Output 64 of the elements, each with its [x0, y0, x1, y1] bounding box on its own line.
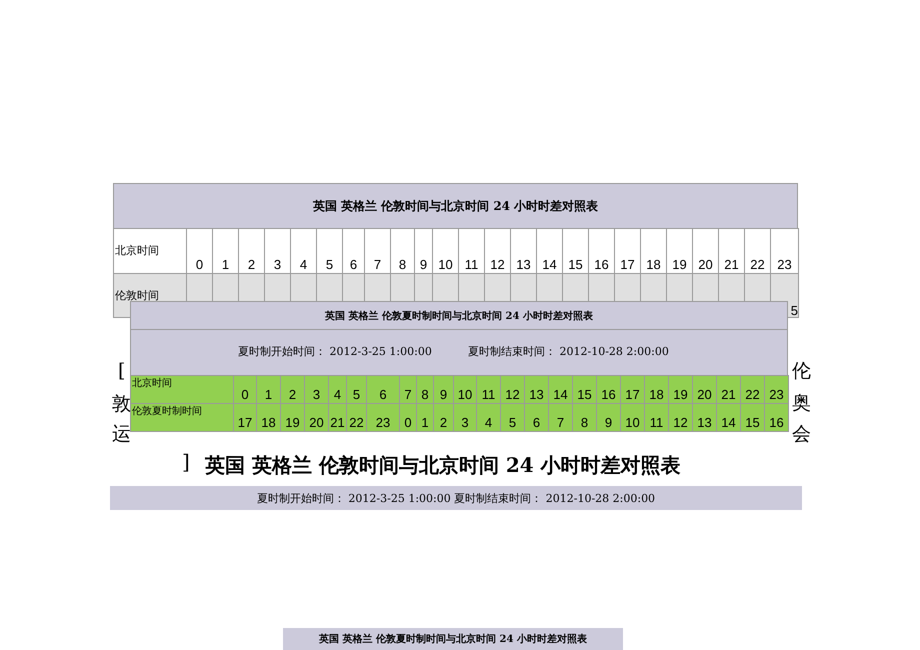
hour-cell: 9: [596, 403, 621, 432]
side-text: 敦: [112, 395, 131, 414]
hour-cell: 22: [346, 403, 367, 432]
hour-cell: 16: [596, 375, 621, 404]
hour-cell: 0: [233, 375, 257, 404]
hour-cell: 6: [524, 403, 549, 432]
bracket-text: [: [118, 362, 126, 381]
hour-cell: 2: [433, 403, 454, 432]
hour-cell: 9: [433, 375, 454, 404]
row-header: 伦敦夏时制时间: [130, 403, 234, 432]
hour-cell: 21: [328, 403, 347, 432]
heading-text: 英国 英格兰 伦敦时间与北京时间 24 小时时差对照表: [205, 452, 681, 479]
hour-cell: 5: [346, 375, 367, 404]
hour-cell: 20: [692, 375, 717, 404]
hour-cell: 11: [644, 403, 669, 432]
table-title: 英国 英格兰 伦敦时间与北京时间 24 小时时差对照表: [113, 183, 798, 229]
hour-cell: 4: [476, 403, 501, 432]
hour-cell: 18: [644, 375, 669, 404]
hour-cell: 8: [416, 375, 434, 404]
hour-cell: 17: [620, 375, 645, 404]
hour-cell: 22: [740, 375, 765, 404]
start-time-text: 夏时制开始时间： 2012-3-25 1:00:00: [238, 344, 432, 359]
hour-cell: 5: [500, 403, 525, 432]
hour-cell: 11: [476, 375, 501, 404]
side-text: 会: [792, 425, 811, 444]
hour-cell: 19: [668, 375, 693, 404]
hour-cell: 6: [366, 375, 400, 404]
hour-cell: 13: [692, 403, 717, 432]
hour-cell: 20: [304, 403, 329, 432]
hour-cell: 3: [453, 403, 477, 432]
hour-cell: 2: [280, 375, 305, 404]
hour-cell: 3: [304, 375, 329, 404]
bracket-text: ]: [182, 452, 190, 472]
hour-cell: 7: [548, 403, 573, 432]
side-text: 伦: [792, 362, 811, 381]
hour-cell: 21: [716, 375, 741, 404]
hour-cell: 23: [764, 375, 789, 404]
hour-cell: 7: [399, 375, 417, 404]
hour-cell: 15: [572, 375, 597, 404]
date-band: 夏时制开始时间： 2012-3-25 1:00:00 夏时制结束时间： 2012-10-28 2:00:00: [110, 486, 802, 510]
hour-cell: 14: [548, 375, 573, 404]
hour-cell: 15: [740, 403, 765, 432]
side-text: 运: [112, 425, 131, 444]
table-title: 英国 英格兰 伦敦夏时制时间与北京时间 24 小时时差对照表: [130, 301, 788, 330]
hour-cell: 10: [620, 403, 645, 432]
hour-cell: 12: [668, 403, 693, 432]
end-time-text: 夏时制结束时间： 2012-10-28 2:00:00: [468, 344, 669, 359]
hour-cell: 23: [366, 403, 400, 432]
hour-cell: 1: [416, 403, 434, 432]
hour-cell: 0: [399, 403, 417, 432]
footer-title: 英国 英格兰 伦敦夏时制时间与北京时间 24 小时时差对照表: [283, 628, 623, 650]
hour-cell: 8: [572, 403, 597, 432]
hour-cell: 18: [256, 403, 281, 432]
hour-cell: 10: [453, 375, 477, 404]
row-header: 北京时间: [130, 375, 234, 404]
hour-cell: 4: [328, 375, 347, 404]
hour-cell: 19: [280, 403, 305, 432]
hour-cell: 13: [524, 375, 549, 404]
hour-cell: 16: [764, 403, 789, 432]
side-text: 奥: [792, 394, 811, 413]
hour-cell: 14: [716, 403, 741, 432]
hour-cell: 12: [500, 375, 525, 404]
hour-cell: 1: [256, 375, 281, 404]
hour-cell: 17: [233, 403, 257, 432]
